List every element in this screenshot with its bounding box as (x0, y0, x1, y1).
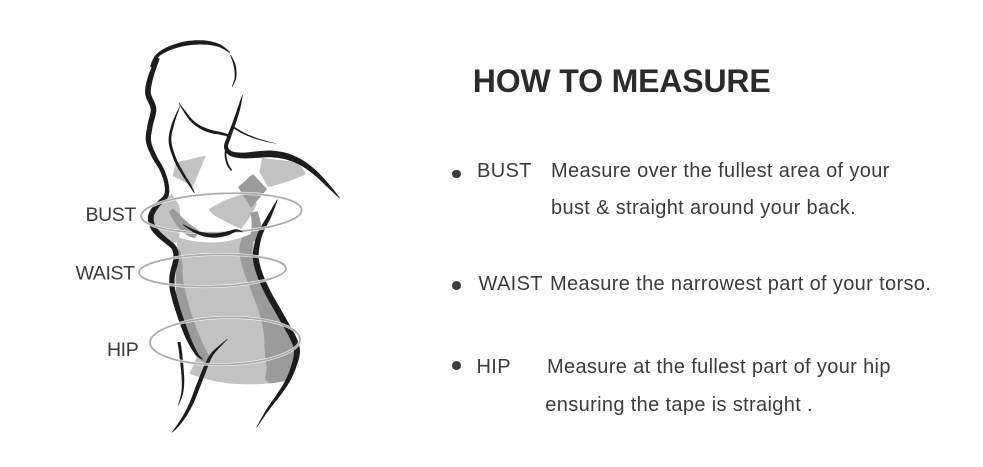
svg-text:BUST: BUST (86, 204, 137, 226)
svg-text:HIP: HIP (107, 339, 138, 361)
svg-text:WAIST: WAIST (76, 262, 136, 284)
